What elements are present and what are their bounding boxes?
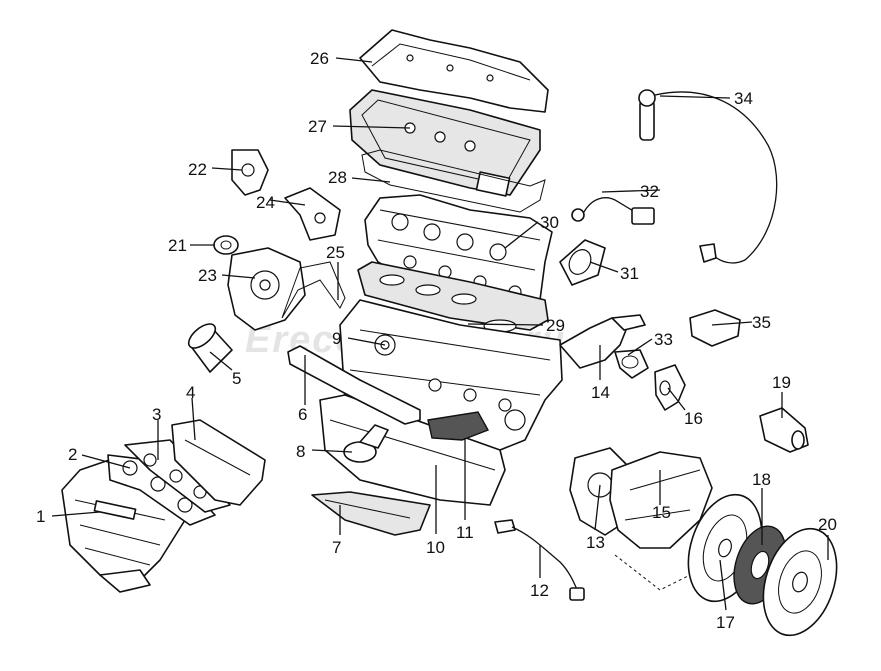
callout-33: 33	[654, 330, 673, 349]
callout-labels: 1 2 3 4 5 6 7 8 9 10 11 12 13 14 15 16 1…	[36, 49, 837, 632]
callout-14: 14	[591, 383, 610, 402]
part-valve-cover	[359, 29, 549, 113]
callout-18: 18	[752, 470, 771, 489]
callout-17: 17	[716, 613, 735, 632]
callout-10: 10	[426, 538, 445, 557]
callout-9: 9	[332, 329, 341, 348]
part-sensor-wire	[494, 519, 585, 601]
callout-27: 27	[308, 117, 327, 136]
callout-35: 35	[752, 313, 771, 332]
callout-16: 16	[684, 409, 703, 428]
callout-24: 24	[256, 193, 275, 212]
callout-2: 2	[68, 445, 77, 464]
part-pulley-21	[213, 235, 239, 255]
callout-11: 11	[456, 523, 474, 542]
callout-19: 19	[772, 373, 791, 392]
callout-23: 23	[198, 266, 217, 285]
callout-1: 1	[36, 507, 45, 526]
part-sensor-lead-32	[571, 197, 655, 225]
callout-32: 32	[640, 182, 659, 201]
part-end-plate	[609, 451, 713, 591]
part-coolant-pipe	[287, 345, 421, 425]
part-pressure-plate	[762, 527, 838, 637]
part-coolant-outlet	[654, 364, 686, 411]
part-oil-filter	[187, 323, 233, 373]
callout-5: 5	[232, 369, 241, 388]
part-skid-plate	[311, 491, 431, 536]
callout-7: 7	[332, 538, 341, 557]
part-gasket-31	[559, 239, 606, 286]
callout-4: 4	[186, 383, 195, 402]
callout-21: 21	[168, 236, 187, 255]
callout-31: 31	[620, 264, 639, 283]
callout-leaders	[51, 57, 829, 611]
part-mount-24	[284, 187, 341, 241]
callout-3: 3	[152, 405, 161, 424]
callout-22: 22	[188, 160, 207, 179]
callout-20: 20	[818, 515, 837, 534]
part-starter	[759, 407, 809, 453]
part-oil-pickup	[343, 424, 389, 463]
callout-12: 12	[530, 581, 549, 600]
part-water-pump	[227, 247, 306, 331]
part-gasket-25	[281, 261, 346, 319]
callout-6: 6	[298, 405, 307, 424]
part-cam-carrier	[349, 89, 541, 197]
callout-34: 34	[734, 89, 753, 108]
callout-8: 8	[296, 442, 305, 461]
part-gasket-28	[361, 149, 546, 213]
callout-30: 30	[540, 213, 559, 232]
part-head-gasket	[357, 261, 549, 333]
callout-25: 25	[326, 243, 345, 262]
part-strainer	[427, 411, 490, 441]
part-sensor-33	[614, 349, 649, 379]
callout-15: 15	[652, 503, 671, 522]
part-thermostat-housing	[559, 314, 646, 369]
callout-13: 13	[586, 533, 605, 552]
part-bracket-22	[231, 149, 269, 196]
part-connector-block	[689, 309, 741, 347]
part-gasket-3	[124, 439, 231, 513]
callout-29: 29	[546, 316, 565, 335]
part-exhaust-manifold	[171, 419, 266, 506]
callout-28: 28	[328, 168, 347, 187]
part-ht-lead	[638, 89, 778, 264]
callout-26: 26	[310, 49, 329, 68]
